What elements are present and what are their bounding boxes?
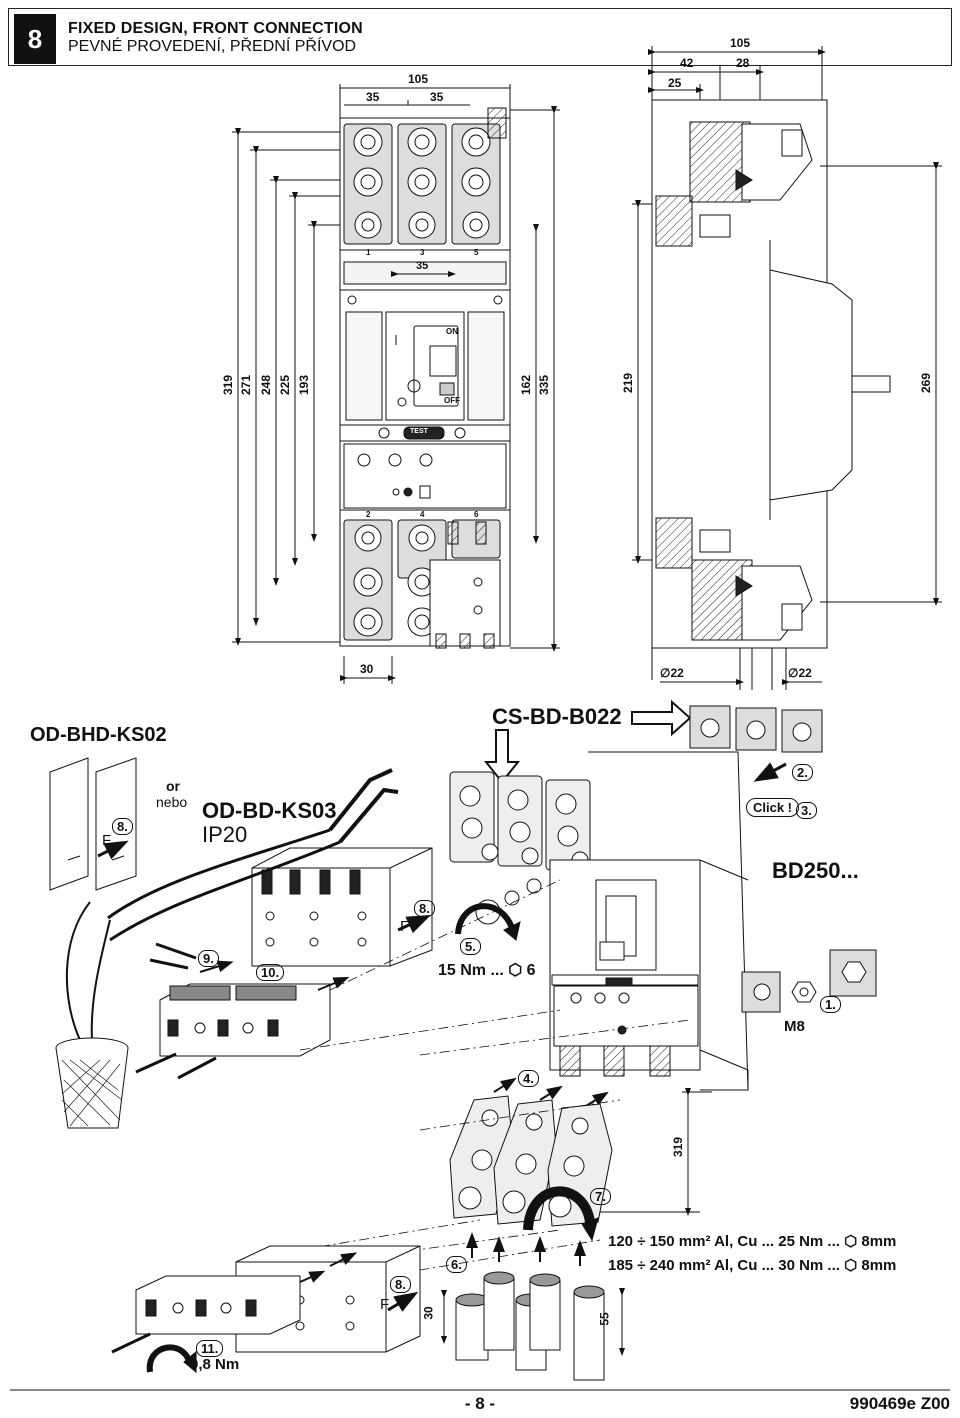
terminal-3: 3	[420, 248, 425, 257]
step-9: 9.	[198, 950, 219, 967]
switch-on-label: ON	[446, 327, 458, 336]
force-label-1: F	[102, 832, 112, 849]
torque-step-5: 15 Nm ... ⬡ 6	[438, 962, 536, 979]
side-dia-left: ∅22	[660, 666, 684, 680]
label-ip20: IP20	[202, 822, 248, 847]
section-subtitle: PEVNÉ PROVEDENÍ, PŘEDNÍ PŘÍVOD	[68, 38, 357, 55]
dim-top-right: 35	[430, 90, 444, 104]
test-button: TEST	[410, 428, 428, 435]
dim-right-162: 162	[519, 374, 534, 396]
force-label-2: F	[400, 918, 410, 935]
cs-bd-blocks	[689, 705, 823, 753]
bottom-terminals	[343, 519, 501, 649]
front-view	[232, 84, 560, 684]
label-bd250: BD250...	[772, 858, 859, 883]
spec-cable-small: 120 ÷ 150 mm² Al, Cu ... 25 Nm ... ⬡ 8mm	[608, 1233, 897, 1250]
step-6: 6.	[446, 1256, 467, 1273]
top-terminals	[343, 107, 507, 245]
section-title: FIXED DESIGN, FRONT CONNECTION	[68, 20, 363, 37]
terminal-4: 4	[420, 510, 425, 519]
page-number: - 8 -	[464, 1394, 496, 1413]
step-2: 2.	[792, 764, 813, 781]
dim-left-271: 271	[239, 374, 254, 396]
assembly-drawing	[49, 699, 877, 1381]
dim-left-193: 193	[297, 374, 312, 396]
side-dim-total: 105	[730, 36, 751, 50]
label-nebo: nebo	[156, 794, 188, 810]
terminal-2: 2	[366, 510, 371, 519]
force-label-3: F	[380, 1296, 390, 1313]
label-cs-bd: CS-BD-B022	[492, 704, 622, 729]
step-4: 4.	[518, 1070, 539, 1087]
section-number: 8	[14, 14, 56, 64]
dim-bottom: 30	[360, 662, 374, 676]
step-8-c: 8.	[390, 1276, 411, 1293]
side-dia-right: ∅22	[788, 666, 812, 680]
step-7: 7.	[590, 1188, 611, 1205]
dim-left-319: 319	[221, 374, 236, 396]
torque-step-11: 0,8 Nm	[190, 1356, 240, 1373]
dim-55-cable: 55	[597, 1312, 612, 1326]
step-3: 3.	[796, 802, 817, 819]
dim-left-225: 225	[278, 374, 293, 396]
step-1: 1.	[820, 996, 841, 1013]
label-od-bd: OD-BD-KS03	[202, 798, 337, 823]
section-header: 8 FIXED DESIGN, FRONT CONNECTION PEVNÉ P…	[8, 8, 952, 66]
header-frame	[8, 8, 952, 66]
step-5: 5.	[460, 938, 481, 955]
side-dim-269: 269	[919, 372, 934, 394]
dim-inner: 35	[416, 260, 429, 272]
label-or: or	[166, 778, 180, 794]
terminal-5: 5	[474, 248, 479, 257]
dim-top-total: 105	[408, 72, 429, 86]
dim-right-335: 335	[537, 374, 552, 396]
label-click: Click !	[746, 798, 800, 817]
side-dim-25: 25	[668, 76, 682, 90]
step-11: 11.	[196, 1340, 224, 1357]
label-od-bhd: OD-BHD-KS02	[30, 724, 167, 746]
document-code: 990469e Z00	[849, 1394, 950, 1413]
step-8-b: 8.	[414, 900, 435, 917]
terminal-6: 6	[474, 510, 479, 519]
bd-top-terminals	[449, 771, 591, 871]
step-8-a: 8.	[112, 818, 133, 835]
cables	[455, 1232, 605, 1381]
dim-left-248: 248	[259, 374, 274, 396]
dim-30-cable: 30	[421, 1306, 436, 1320]
dim-top-left: 35	[366, 90, 380, 104]
label-m8: M8	[784, 1018, 805, 1035]
switch-off-label: OFF	[444, 396, 460, 405]
terminal-1: 1	[366, 248, 371, 257]
side-view	[632, 46, 942, 690]
side-dim-42: 42	[680, 56, 694, 70]
side-dim-219: 219	[621, 372, 636, 394]
dim-319-assembly: 319	[671, 1136, 686, 1158]
spec-cable-large: 185 ÷ 240 mm² Al, Cu ... 30 Nm ... ⬡ 8mm	[608, 1257, 897, 1274]
step-10: 10.	[256, 964, 285, 981]
side-dim-28: 28	[736, 56, 750, 70]
